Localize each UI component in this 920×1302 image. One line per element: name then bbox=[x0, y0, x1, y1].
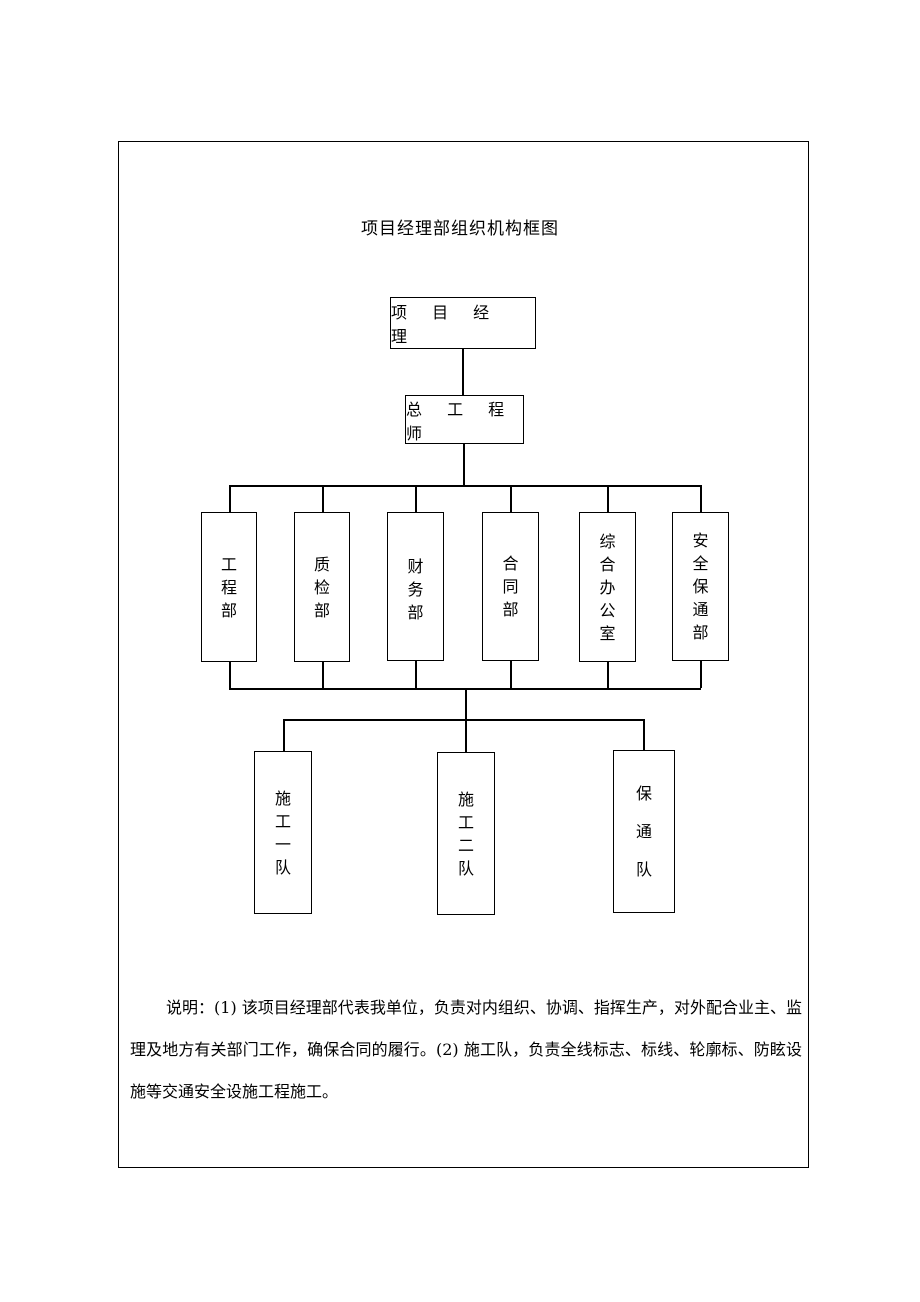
team-construction-1: 施 工 一 队 bbox=[254, 751, 312, 914]
department-char: 公 bbox=[599, 600, 616, 620]
team-char: 二 bbox=[457, 835, 474, 855]
department-contract: 合 同 部 bbox=[482, 512, 539, 661]
team-char: 保 bbox=[635, 783, 652, 803]
dept-connector-bottom-5 bbox=[607, 661, 609, 688]
team-construction-2: 施 工 二 队 bbox=[437, 752, 495, 915]
project-manager-label: 项 目 经 理 bbox=[391, 303, 500, 346]
explanation-note: 说明：(1) 该项目经理部代表我单位，负责对内组织、协调、指挥生产，对外配合业主… bbox=[130, 998, 802, 1101]
team-connector-1 bbox=[283, 719, 285, 751]
department-char: 合 bbox=[502, 554, 519, 573]
dept-connector-top-1 bbox=[229, 485, 231, 513]
department-char: 同 bbox=[502, 577, 519, 596]
team-char: 一 bbox=[274, 834, 291, 854]
team-char: 队 bbox=[457, 858, 474, 878]
dept-connector-bottom-4 bbox=[510, 661, 512, 688]
dept-connector-bottom-1 bbox=[229, 661, 231, 688]
department-char: 合 bbox=[599, 554, 616, 574]
dept-connector-bottom-6 bbox=[700, 661, 702, 688]
dept-connector-top-3 bbox=[415, 485, 417, 513]
department-char: 部 bbox=[502, 600, 519, 619]
dept-connector-bottom-3 bbox=[415, 661, 417, 688]
team-char: 工 bbox=[457, 812, 474, 832]
team-bus bbox=[283, 719, 645, 721]
connector-manager-chief bbox=[462, 348, 464, 396]
team-char: 队 bbox=[635, 859, 652, 879]
team-traffic-assurance: 保 通 队 bbox=[613, 750, 675, 913]
department-char: 工 bbox=[220, 554, 237, 574]
department-char: 办 bbox=[599, 577, 616, 597]
department-char: 室 bbox=[599, 623, 616, 643]
department-char: 保 bbox=[692, 577, 709, 596]
department-engineering: 工 程 部 bbox=[201, 512, 257, 662]
department-char: 务 bbox=[407, 580, 424, 599]
connector-bus-teams bbox=[465, 688, 467, 719]
team-char: 通 bbox=[635, 821, 652, 841]
department-char: 部 bbox=[313, 600, 330, 620]
project-manager-box: 项 目 经 理 bbox=[390, 297, 536, 349]
department-char: 全 bbox=[692, 554, 709, 573]
page-frame bbox=[118, 141, 809, 1168]
dept-connector-top-4 bbox=[510, 485, 512, 513]
dept-connector-bottom-2 bbox=[322, 661, 324, 688]
department-char: 程 bbox=[220, 577, 237, 597]
department-char: 通 bbox=[692, 600, 709, 619]
team-char: 队 bbox=[274, 857, 291, 877]
department-finance: 财 务 部 bbox=[387, 512, 444, 661]
department-general-office: 综 合 办 公 室 bbox=[579, 512, 636, 662]
department-char: 部 bbox=[407, 603, 424, 622]
dept-connector-top-5 bbox=[607, 485, 609, 513]
chief-engineer-label: 总 工 程 师 bbox=[406, 399, 515, 443]
department-quality: 质 检 部 bbox=[294, 512, 350, 662]
dept-connector-top-6 bbox=[700, 485, 702, 513]
dept-connector-top-2 bbox=[322, 485, 324, 513]
team-char: 工 bbox=[274, 811, 291, 831]
chief-engineer-box: 总 工 程 师 bbox=[405, 395, 524, 444]
team-connector-2 bbox=[465, 719, 467, 752]
department-top-bus bbox=[229, 485, 701, 487]
team-char: 施 bbox=[274, 788, 291, 808]
team-connector-3 bbox=[643, 719, 645, 750]
diagram-title: 项目经理部组织机构框图 bbox=[361, 219, 559, 239]
team-char: 施 bbox=[457, 789, 474, 809]
department-char: 部 bbox=[220, 600, 237, 620]
department-char: 财 bbox=[407, 557, 424, 576]
department-safety-traffic: 安 全 保 通 部 bbox=[672, 512, 729, 661]
department-char: 质 bbox=[313, 554, 330, 574]
department-char: 检 bbox=[313, 577, 330, 597]
department-char: 部 bbox=[692, 623, 709, 642]
connector-chief-bus bbox=[463, 443, 465, 485]
department-char: 安 bbox=[692, 531, 709, 550]
department-char: 综 bbox=[599, 531, 616, 551]
